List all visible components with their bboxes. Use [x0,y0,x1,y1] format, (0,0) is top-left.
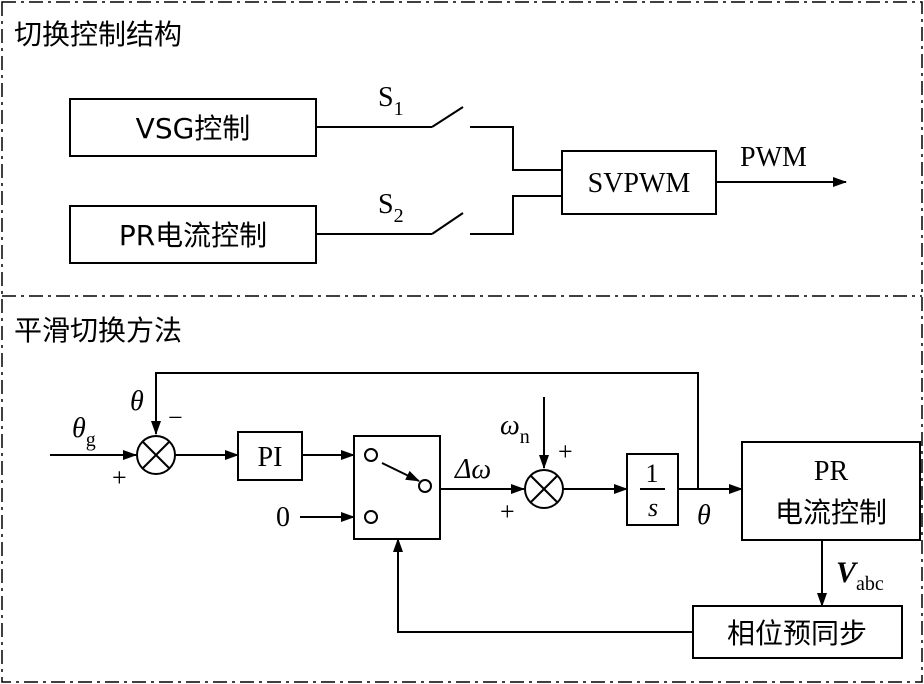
pwm-output-label: PWM [740,142,807,173]
s2-wire-right [470,195,562,235]
sum1-plus-sign: + [112,463,127,492]
phase-presync-label: 相位预同步 [727,617,867,650]
s1-switch-blade [431,106,464,128]
s1-wire-right [470,126,562,171]
selector-blade [381,462,420,482]
sum2-plus-top: + [558,437,573,466]
section-title-smooth-method: 平滑切换方法 [14,314,182,347]
sum2-plus-left: + [500,497,515,526]
integrator-numerator: 1 [646,459,659,488]
phase-sync-feedback-path [393,538,693,633]
pr-block-line2: 电流控制 [775,496,887,529]
selector-contact-bottom [364,510,378,524]
pi-label: PI [258,442,283,473]
v-abc-label: Vabc [836,556,884,595]
zero-input-label: 0 [276,502,290,533]
theta-output-label: θ [697,500,711,531]
theta-feedback-label: θ [130,386,144,417]
omega-n-label: ωn [500,410,530,448]
vsg-control-block [69,98,317,157]
s2-label: S2 [378,189,404,227]
summing-junction-2 [524,469,564,509]
vsg-control-label: VSG控制 [136,112,251,145]
theta-feedback-path [151,372,699,489]
integrator-denominator: s [648,493,658,522]
pr-current-control-label: PR电流控制 [119,219,267,252]
theta-g-label: θg [72,413,96,451]
pr-current-control-block [69,205,317,264]
selector-contact-out [418,479,432,493]
pr-current-control-block-2 [741,441,921,541]
pr-block-line1: PR [814,456,849,487]
selector-contact-top [364,448,378,462]
s1-label: S1 [378,82,404,120]
s2-switch-blade [431,212,464,235]
svpwm-block [561,150,717,215]
summing-junction-1 [136,435,176,475]
phase-presync-block [692,605,903,659]
delta-omega-label: Δω [454,454,491,485]
section-title-switch-structure: 切换控制结构 [14,18,182,51]
svpwm-label: SVPWM [588,168,691,199]
sum1-minus-sign: − [168,403,183,432]
